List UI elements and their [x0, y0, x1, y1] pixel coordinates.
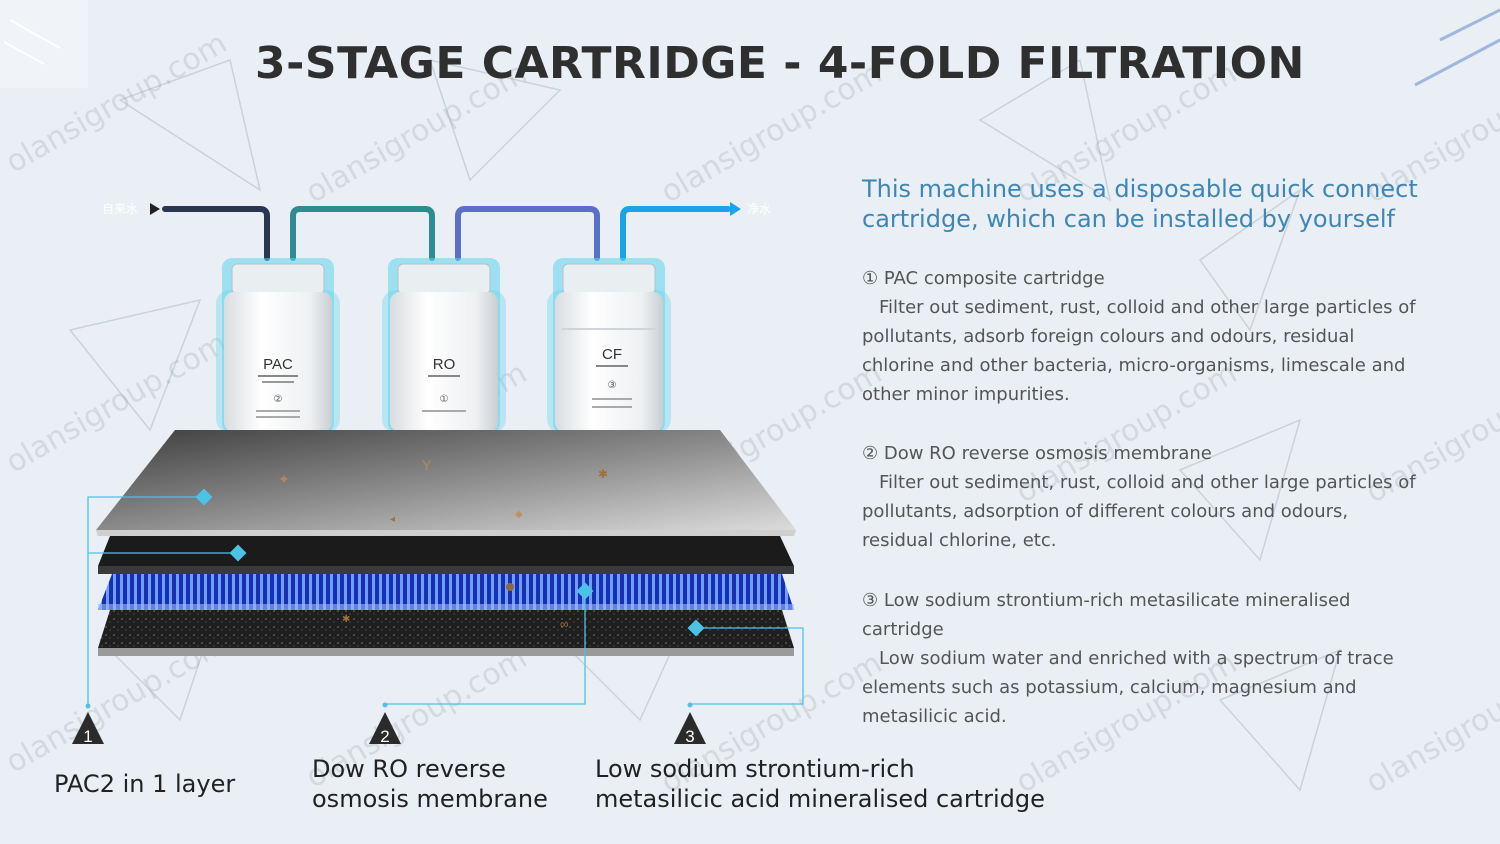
svg-text:Y: Y — [422, 457, 432, 473]
inlet-pipe — [162, 206, 270, 261]
marker-diamond-icon — [687, 619, 705, 637]
cartridge-number: ③ — [608, 380, 617, 391]
caption-layer-2: Dow RO reverse osmosis membrane — [312, 754, 548, 814]
svg-text:◂: ◂ — [390, 514, 395, 525]
cartridge-cf: CF ③ — [547, 258, 671, 433]
outlet-pipe — [620, 206, 731, 261]
filter-layer-1: ✦ Y ✱ ◆ ◂ — [96, 430, 796, 536]
inlet-arrow-icon — [150, 203, 160, 215]
marker-diamond-icon — [229, 544, 247, 562]
marker-diamond-icon — [195, 488, 213, 506]
item-heading: ① PAC composite cartridge — [862, 268, 1105, 289]
cartridge-ro: RO ① — [382, 258, 506, 433]
marker-diamond-icon — [576, 582, 594, 600]
item-heading: ② Dow RO reverse osmosis membrane — [862, 443, 1212, 464]
svg-text:✦: ✦ — [278, 471, 290, 487]
svg-text:◆: ◆ — [515, 509, 523, 520]
cartridge-label: RO — [433, 356, 456, 373]
lead-text: This machine uses a disposable quick con… — [862, 175, 1418, 233]
leader-lines — [87, 496, 804, 706]
filter-layer-4: ✱ ∞ — [98, 610, 794, 656]
caption-line: Dow RO reverse — [312, 755, 506, 783]
triangle-icon — [369, 712, 401, 744]
water-pipes — [162, 206, 731, 261]
outlet-label: 净水 — [747, 202, 771, 216]
outlet-arrow-icon — [730, 202, 741, 216]
caption-line: metasilicic acid mineralised cartridge — [595, 785, 1045, 813]
triangle-icon — [674, 712, 706, 744]
marker-number: 3 — [685, 727, 694, 746]
svg-text:✱: ✱ — [342, 614, 350, 625]
description-item-1: ① PAC composite cartridge Filter out sed… — [862, 264, 1422, 409]
triangle-marker-1: 1 — [72, 712, 104, 746]
cartridge-pac: PAC ② — [216, 258, 340, 433]
filter-layer-2 — [98, 536, 794, 574]
caption-line: osmosis membrane — [312, 785, 548, 813]
inlet-label: 自来水 — [102, 202, 138, 216]
item-body: Filter out sediment, rust, colloid and o… — [862, 297, 1416, 405]
item-body: Low sodium water and enriched with a spe… — [862, 648, 1394, 727]
item-body: Filter out sediment, rust, colloid and o… — [862, 472, 1416, 551]
caption-layer-3: Low sodium strontium-rich metasilicic ac… — [595, 754, 1045, 814]
svg-text:∞: ∞ — [560, 617, 569, 631]
svg-text:✱: ✱ — [598, 467, 608, 481]
caption-line: Low sodium strontium-rich — [595, 755, 915, 783]
pipe-pac-to-ro — [290, 206, 435, 261]
triangle-icon — [72, 712, 104, 744]
cartridge-number: ① — [440, 394, 449, 405]
description-item-2: ② Dow RO reverse osmosis membrane Filter… — [862, 439, 1422, 555]
cartridge-label: CF — [602, 346, 622, 363]
filter-layer-3 — [98, 574, 794, 610]
cartridge-label: PAC — [263, 356, 293, 373]
marker-diamonds — [85, 488, 705, 709]
cartridge-number: ② — [274, 394, 283, 405]
marker-number: 1 — [83, 727, 92, 746]
pipe-ro-to-cf — [455, 206, 600, 261]
caption-layer-1: PAC2 in 1 layer — [54, 770, 236, 798]
description-item-3: ③ Low sodium strontium-rich metasilicate… — [862, 586, 1422, 731]
page-title: 3-STAGE CARTRIDGE - 4-FOLD FILTRATION — [255, 38, 1305, 89]
triangle-marker-2: 2 — [369, 712, 401, 746]
item-heading: ③ Low sodium strontium-rich metasilicate… — [862, 590, 1351, 640]
marker-number: 2 — [380, 727, 389, 746]
triangle-marker-3: 3 — [674, 712, 706, 746]
